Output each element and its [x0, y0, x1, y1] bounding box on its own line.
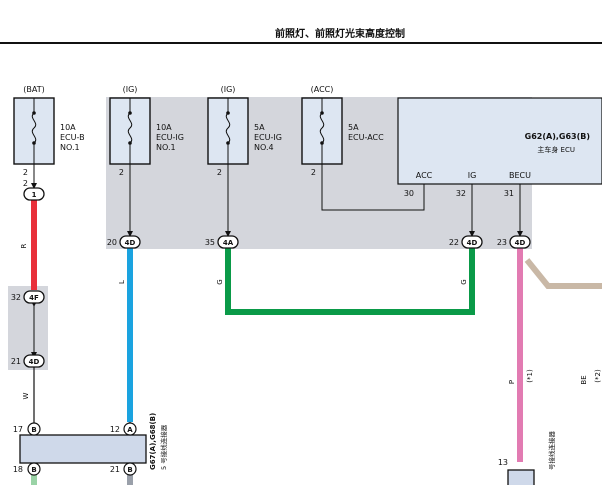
wire-pink-note: (*1) [526, 369, 534, 383]
connector-4d-21: 4D [23, 354, 45, 368]
wire-red-label: R [20, 243, 28, 248]
connector-4f-32: 4F [23, 290, 45, 304]
fuse-bat-icon [31, 112, 37, 144]
fuse-ig1-rating: 10A [156, 123, 172, 132]
pin-12a: A [123, 422, 137, 436]
svg-text:B: B [127, 466, 132, 474]
fuse-ig4-name: ECU-IG [254, 133, 282, 142]
fuse-acc-source: (ACC) [311, 85, 334, 94]
junction-connector-right-pin: 13 [498, 458, 508, 467]
main-body-ecu-box [397, 97, 602, 185]
fuse-bat-source: (BAT) [23, 85, 44, 94]
connector-1-pin: 2 [23, 179, 28, 188]
wire-tan-note: (*2) [594, 369, 602, 383]
ecu-pin-becu-label: BECU [509, 171, 531, 180]
fuse-acc-icon [319, 112, 325, 144]
wire-blue-label: L [118, 280, 126, 284]
connector-4d-22-code: 4D [467, 239, 478, 247]
connector-4d-20-pin: 20 [107, 238, 117, 247]
pin-21b-num: 21 [110, 465, 120, 474]
fuse-acc-pin: 2 [311, 168, 316, 177]
fuse-ig4-no: NO.4 [254, 143, 274, 152]
pin-12a-num: 12 [110, 425, 120, 434]
fuse-bat-no: NO.1 [60, 143, 80, 152]
fuse-acc-name: ECU-ACC [348, 133, 384, 142]
junction-connector-5-name: G67(A),G68(B) [149, 413, 157, 470]
wire-tan [524, 258, 602, 289]
wire-pink-label: P [508, 380, 516, 384]
connector-4d-21-code: 4D [29, 358, 40, 366]
fuse-ig1-icon [127, 112, 133, 144]
svg-text:A: A [127, 426, 133, 434]
fuse-bat-pin: 2 [23, 168, 28, 177]
ecu-pin-becu-num: 31 [504, 189, 514, 198]
pin-17b-num: 17 [13, 425, 23, 434]
wire-acc-internal [321, 164, 425, 211]
connector-1: 1 [23, 187, 45, 201]
pin-17b: B [27, 422, 41, 436]
connector-4d-22-pin: 22 [449, 238, 459, 247]
svg-text:B: B [31, 466, 36, 474]
connector-4d-23-code: 4D [515, 239, 526, 247]
ecu-pin-acc-label: ACC [416, 171, 433, 180]
wire-white-label: W [22, 392, 30, 399]
junction-connector-right-box [507, 469, 535, 487]
junction-connector-right-sub: 号接线连接器 [547, 431, 556, 471]
fuse-ig1-name: ECU-IG [156, 133, 184, 142]
connector-1-code: 1 [32, 191, 37, 199]
fuse-ig1-source: (IG) [123, 85, 138, 94]
diagram-title: 前照灯、前照灯光束高度控制 [275, 27, 405, 40]
pin-21b: B [123, 462, 137, 476]
connector-4d-20-code: 4D [125, 239, 136, 247]
ecu-name: G62(A),G63(B) [525, 132, 590, 141]
fuse-bat-name: ECU-B [60, 133, 85, 142]
wire-tan-label: BE [580, 375, 588, 384]
svg-text:B: B [31, 426, 36, 434]
junction-connector-5-sub: 5 号接线连接器 [159, 424, 168, 470]
connector-4a-35-pin: 35 [205, 238, 215, 247]
connector-4d-23-pin: 23 [497, 238, 507, 247]
wire-green [225, 248, 475, 315]
wire-green-label-left: G [216, 279, 224, 284]
junction-connector-5-box [19, 434, 147, 464]
fuse-ig4-pin: 2 [217, 168, 222, 177]
fuse-bat-rating: 10A [60, 123, 76, 132]
ecu-pin-ig-num: 32 [456, 189, 466, 198]
fuse-ig1-no: NO.1 [156, 143, 176, 152]
fuse-ig4-rating: 5A [254, 123, 265, 132]
connector-4a-35-code: 4A [223, 239, 234, 247]
connector-4d-21-pin: 21 [11, 357, 21, 366]
fuse-ig1-pin: 2 [119, 168, 124, 177]
wire-green-label-right: G [460, 279, 468, 284]
ecu-pin-acc-num: 30 [404, 189, 414, 198]
connector-4d-23: 4D [509, 235, 531, 249]
connector-4a-35: 4A [217, 235, 239, 249]
connector-4f-32-code: 4F [29, 294, 39, 302]
ecu-pin-ig-label: IG [468, 171, 477, 180]
pin-18b-num: 18 [13, 465, 23, 474]
pin-18b: B [27, 462, 41, 476]
fuse-ig4-source: (IG) [221, 85, 236, 94]
fuse-ig4-icon [225, 112, 231, 144]
fuse-acc-rating: 5A [348, 123, 359, 132]
ecu-sub: 主车身 ECU [537, 145, 575, 154]
connector-4d-20: 4D [119, 235, 141, 249]
connector-4f-32-pin: 32 [11, 293, 21, 302]
connector-4d-22: 4D [461, 235, 483, 249]
